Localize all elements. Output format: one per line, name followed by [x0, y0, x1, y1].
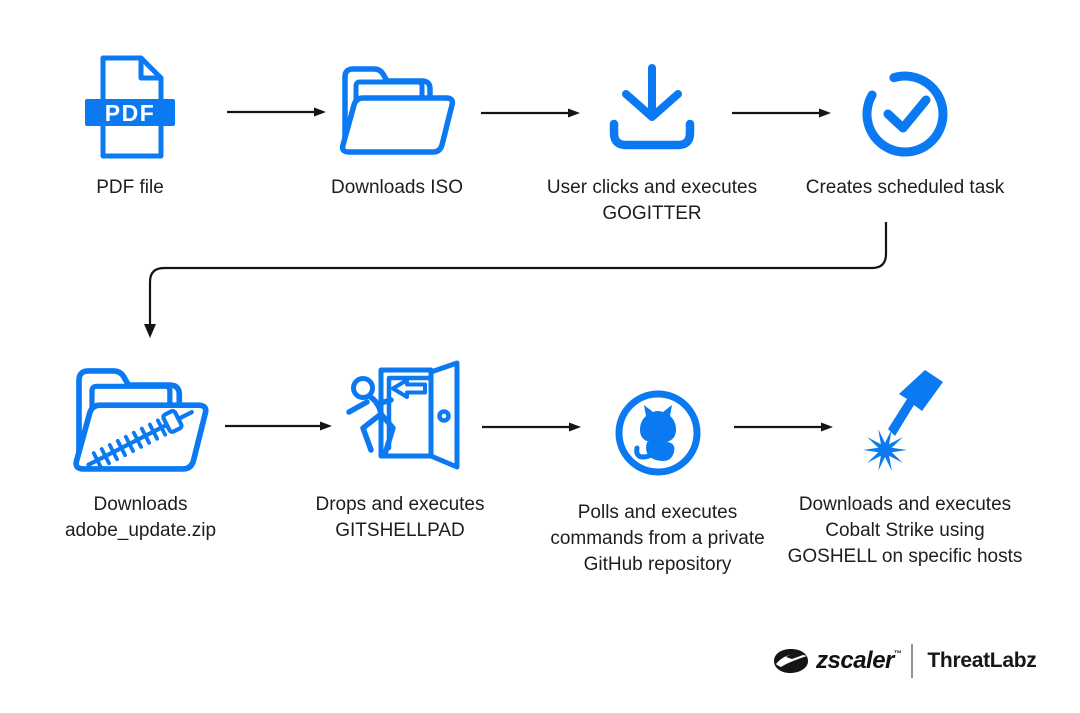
- node-label: PDF file: [96, 177, 164, 198]
- check-circle-icon: [862, 71, 948, 157]
- arrow-pdf-to-iso: [227, 107, 326, 117]
- node-label: User clicks and executes GOGITTER: [546, 177, 758, 224]
- node-cobalt-strike: Downloads and executes Cobalt Strike usi…: [770, 352, 1040, 570]
- node-scheduled-task: Creates scheduled task: [785, 48, 1025, 201]
- logo-divider: [911, 644, 914, 678]
- node-label: Downloads and executes Cobalt Strike usi…: [787, 494, 1023, 567]
- node-label: Drops and executes GITSHELLPAD: [315, 494, 485, 541]
- arrow-gitshellpad-to-github: [482, 422, 581, 432]
- node-downloads-iso: Downloads ISO: [277, 48, 517, 201]
- running-person: [346, 376, 396, 457]
- node-polls-github: Polls and executes commands from a priva…: [535, 352, 780, 578]
- node-pdf-file: PDF PDF file: [10, 48, 250, 201]
- folder-icon: [339, 66, 456, 155]
- pdf-file-icon: PDF: [85, 55, 175, 159]
- node-drops-gitshellpad: Drops and executes GITSHELLPAD: [280, 352, 520, 544]
- node-label: Downloads ISO: [330, 177, 463, 198]
- download-icon: [609, 64, 695, 150]
- exit-door-icon: [346, 360, 460, 470]
- node-executes-gogitter: User clicks and executes GOGITTER: [532, 48, 772, 227]
- arrow-gogitter-to-task: [732, 108, 831, 118]
- connector-task-to-zip: [144, 222, 888, 338]
- node-label: Downloads adobe_update.zip: [64, 494, 217, 541]
- arrow-iso-to-gogitter: [481, 108, 580, 118]
- arrow-zip-to-gitshellpad: [225, 421, 332, 431]
- arrow-github-to-cobalt: [734, 422, 833, 432]
- zip-folder-icon: [72, 368, 209, 472]
- github-icon: [615, 390, 700, 476]
- node-label: Creates scheduled task: [805, 177, 1005, 198]
- svg-text:PDF: PDF: [105, 100, 156, 126]
- zipper: [85, 408, 194, 470]
- zscaler-globe-icon: [774, 649, 808, 673]
- node-label: Polls and executes commands from a priva…: [550, 502, 765, 575]
- lightning-strike-icon: [863, 370, 943, 471]
- threatlabz-wordmark: ThreatLabz: [927, 649, 1037, 672]
- trademark-symbol: ™: [893, 649, 902, 658]
- node-downloads-zip: Downloads adobe_update.zip: [18, 352, 263, 544]
